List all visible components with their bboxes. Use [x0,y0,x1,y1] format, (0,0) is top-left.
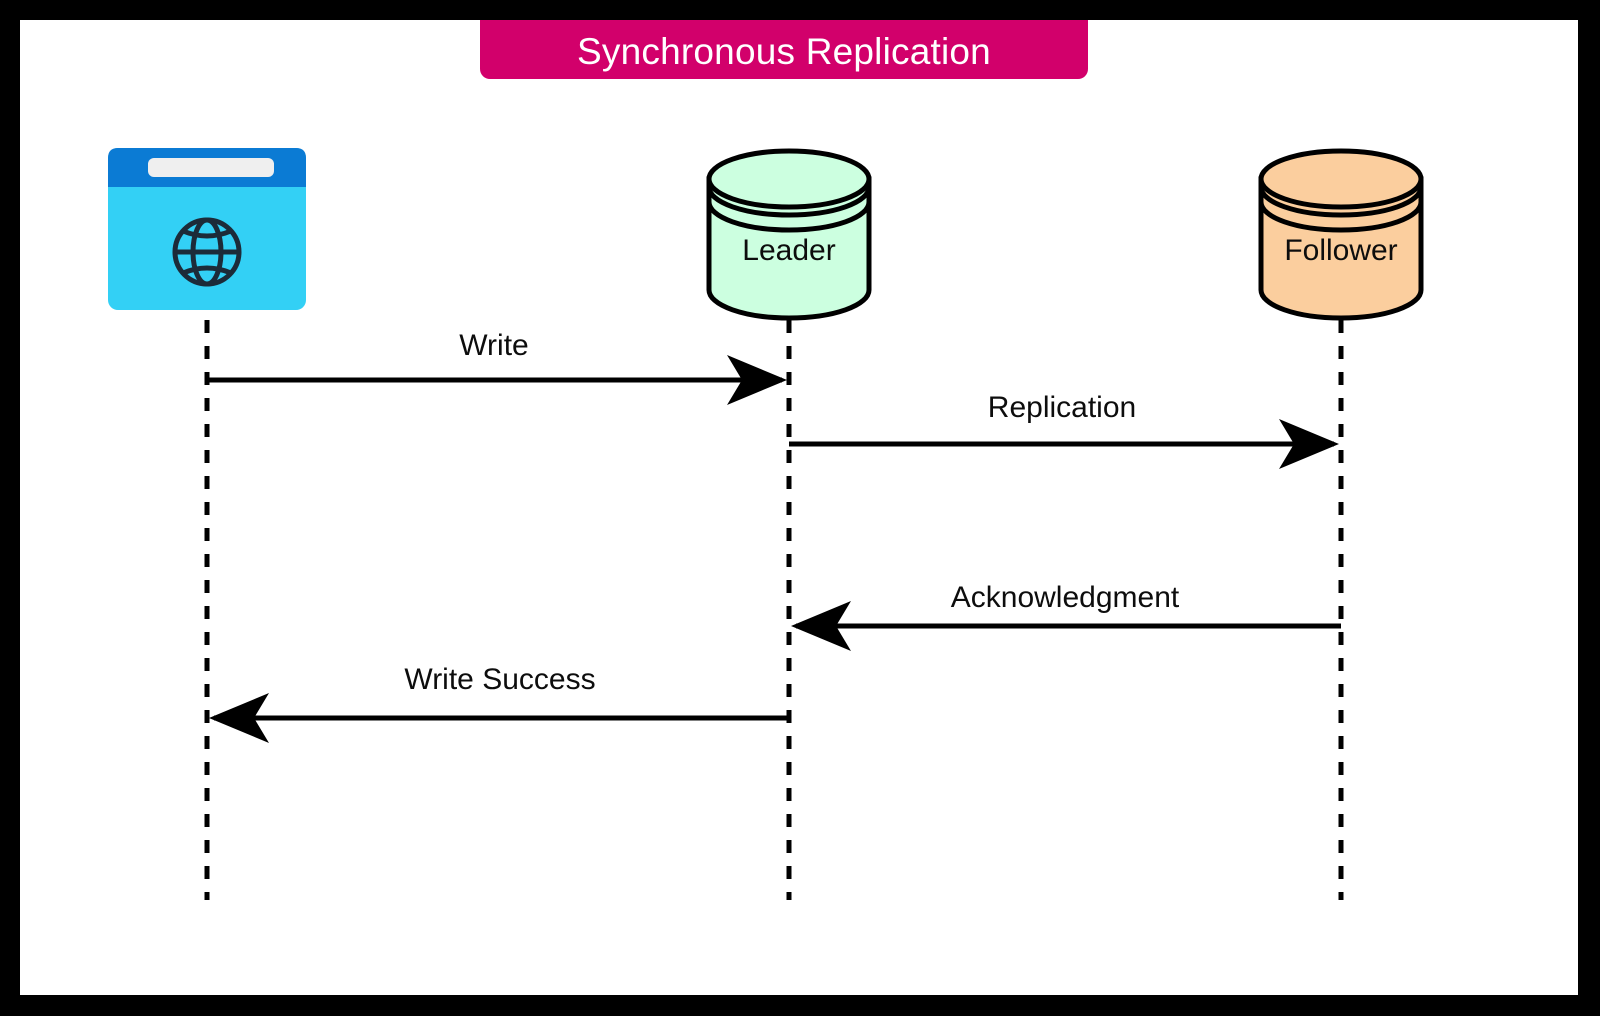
browser-window-body [108,148,306,310]
sequence-diagram-svg [108,148,1424,900]
leader-disk-ring-1 [706,186,872,218]
message-label-acknowledgment: Acknowledgment [950,581,1180,614]
participant-client[interactable] [108,148,306,310]
participant-leader[interactable] [706,148,872,321]
message-label-replication: Replication [987,391,1137,424]
message-label-write-success: Write Success [404,663,596,696]
diagram-title-banner: Synchronous Replication [480,20,1088,79]
page-title: Synchronous Replication [577,31,991,73]
message-label-write: Write [459,329,529,362]
participant-follower[interactable] [1258,148,1424,321]
browser-address-bar [148,158,274,177]
follower-cylinder-top [1258,148,1424,210]
leader-disk-ring-2 [706,201,872,233]
follower-disk-ring-2 [1258,201,1424,233]
diagram-board: Synchronous Replication [20,20,1578,995]
globe-icon [172,217,242,287]
follower-disk-ring-1 [1258,186,1424,218]
leader-cylinder-top [706,148,872,210]
